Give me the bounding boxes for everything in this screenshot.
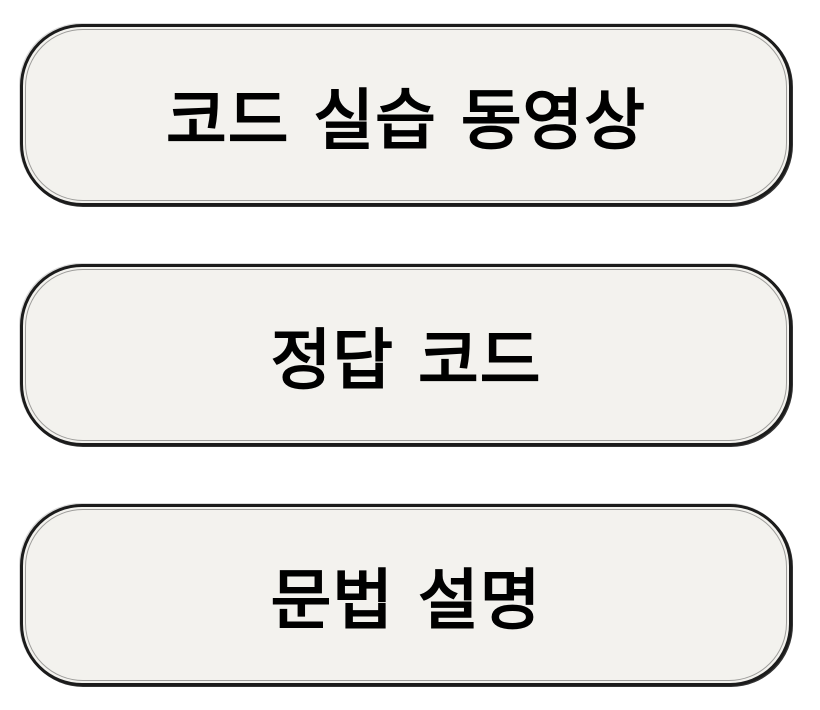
answer-code-label: 정답 코드 — [270, 322, 542, 399]
grammar-explanation-button[interactable]: 문법 설명 — [20, 504, 792, 686]
answer-code-button[interactable]: 정답 코드 — [20, 264, 792, 446]
code-practice-video-button[interactable]: 코드 실습 동영상 — [20, 24, 792, 206]
grammar-explanation-label: 문법 설명 — [270, 562, 542, 639]
code-practice-video-label: 코드 실습 동영상 — [166, 82, 646, 159]
